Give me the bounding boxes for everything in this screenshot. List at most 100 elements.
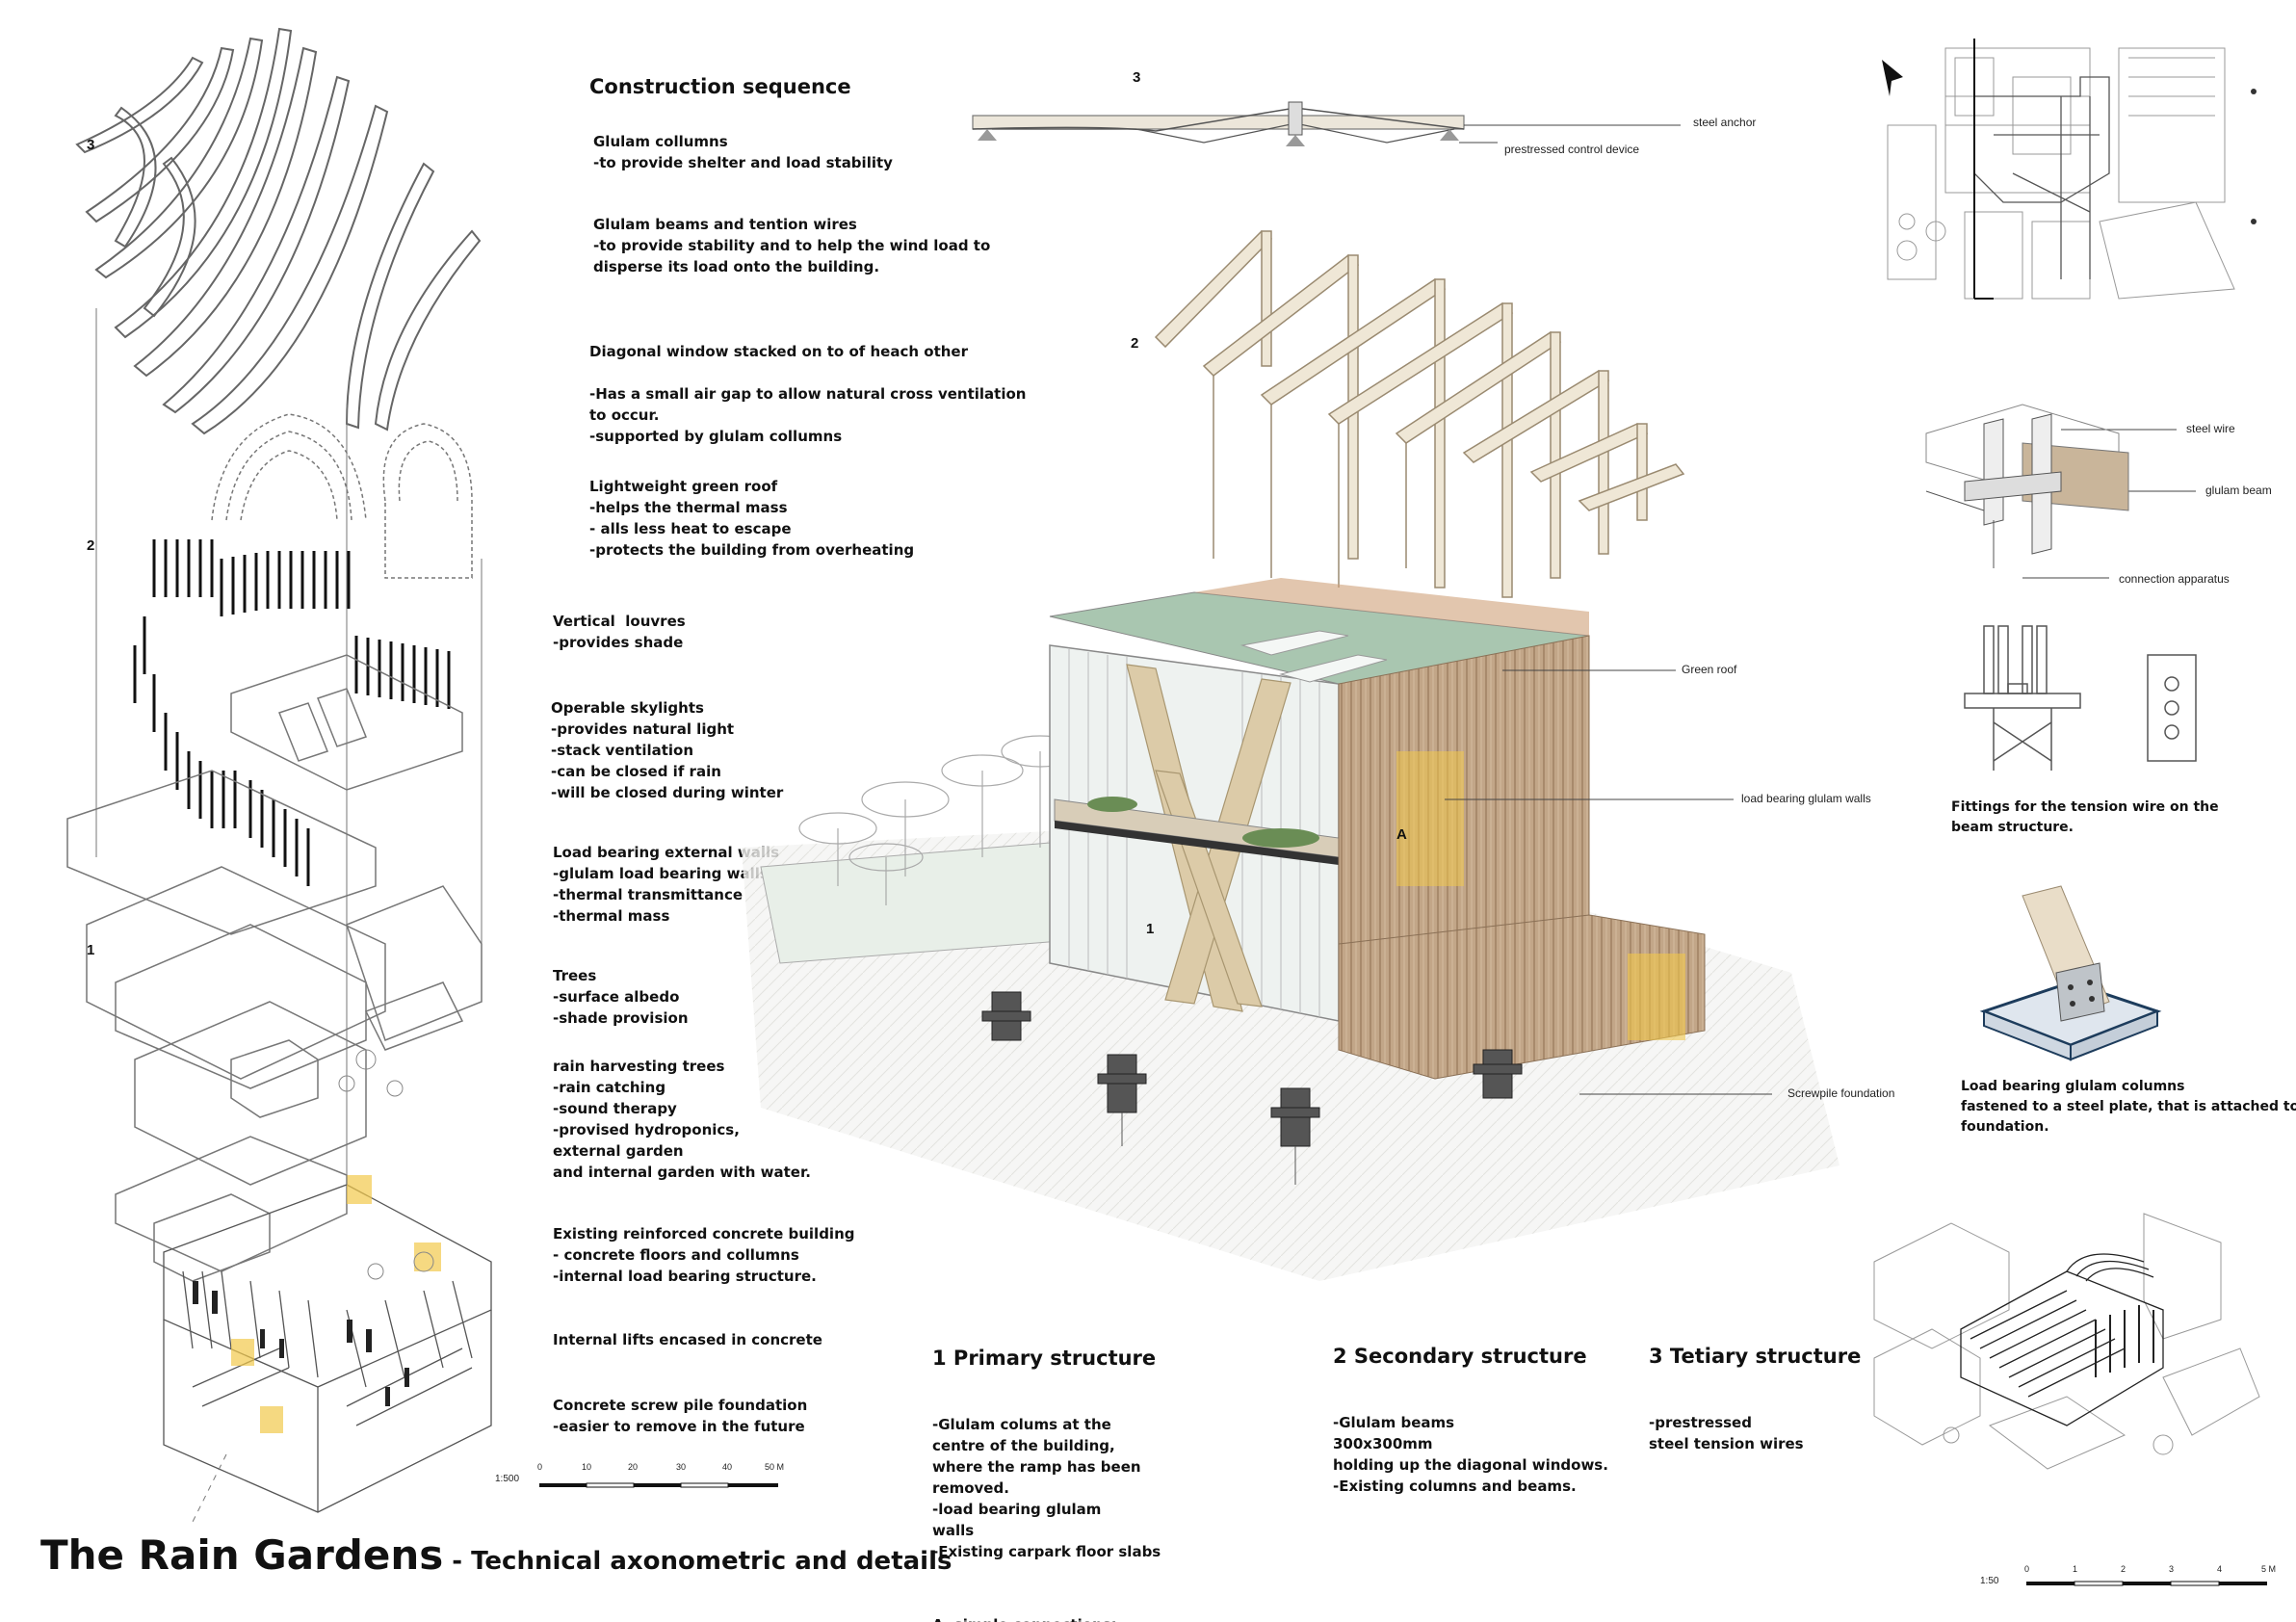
note-operable-skylights: Operable skylights -provides natural ligh… xyxy=(551,697,783,803)
stage-1-label: 1 xyxy=(87,942,95,958)
exploded-louvres xyxy=(133,539,451,886)
timber-wall-lower xyxy=(1338,914,1706,1080)
note-screw-pile: Concrete screw pile foundation -easier to… xyxy=(553,1395,807,1437)
fittings-caption: Fittings for the tension wire on the bea… xyxy=(1951,799,2219,835)
scale-bar-right xyxy=(2026,1581,2267,1586)
scale-left-tick-2: 20 xyxy=(628,1462,639,1472)
note-text: -provides natural light -stack ventilati… xyxy=(551,720,784,801)
exploded-arch-frames xyxy=(211,413,473,579)
callout-screwpile: Screwpile foundation xyxy=(1787,1086,1895,1100)
site-plan xyxy=(1882,39,2257,300)
note-title: Internal lifts encased in concrete xyxy=(553,1331,822,1348)
exploded-trees xyxy=(338,1049,434,1280)
note-text: -Has a small air gap to allow natural cr… xyxy=(589,385,1027,445)
column-base-plate-detail xyxy=(1979,885,2162,1061)
callout-prestressed-control: prestressed control device xyxy=(1504,143,1640,156)
primary-1-label: 1 xyxy=(1146,921,1155,937)
note-title: Operable skylights xyxy=(551,699,704,717)
scale-right-label: 1:50 xyxy=(1980,1576,1999,1586)
primary-structure-connections: A. simple connections: -metal angles -se… xyxy=(932,1614,1165,1622)
board-title: The Rain Gardens - Technical axonometric… xyxy=(40,1531,952,1579)
note-title: rain harvesting trees xyxy=(553,1058,725,1075)
note-trees: Trees -surface albedo -shade provision xyxy=(553,965,689,1029)
frame-stage-2-label: 2 xyxy=(1131,335,1139,352)
note-title: Vertical louvres xyxy=(553,613,686,630)
stage-3-label: 3 xyxy=(87,137,95,153)
scale-right-tick-3: 3 xyxy=(2169,1564,2175,1574)
callout-green-roof: Green roof xyxy=(1682,663,1737,676)
exploded-floor-plates xyxy=(66,654,483,1282)
note-text: - concrete floors and collumns -internal… xyxy=(553,1246,817,1285)
glulam-beam-frames xyxy=(1154,229,1685,598)
primary-structure-text: -Glulam colums at the centre of the buil… xyxy=(932,1416,1161,1560)
callout-glulam-beam: glulam beam xyxy=(2205,484,2272,497)
skylight-2 xyxy=(1279,654,1388,683)
note-title: Concrete screw pile foundation xyxy=(553,1397,808,1414)
exploded-lift-highlights xyxy=(231,1175,441,1433)
note-rain-harvesting-trees: rain harvesting trees -rain catching -sou… xyxy=(553,1056,811,1183)
board-title-main: The Rain Gardens xyxy=(40,1531,444,1579)
tension-stage-3-label: 3 xyxy=(1133,69,1141,86)
note-vertical-louvres: Vertical louvres -provides shade xyxy=(553,611,686,653)
scale-right-tick-5: 5 M xyxy=(2261,1564,2277,1574)
construction-sequence-heading: Construction sequence xyxy=(589,75,851,98)
tertiary-structure-title: 3 Tetiary structure xyxy=(1649,1345,1862,1368)
column-base-caption: Load bearing glulam columns fastened to … xyxy=(1961,1079,2296,1135)
main-building-axonometric xyxy=(742,578,1839,1281)
note-text: -to provide shelter and load stability xyxy=(593,154,893,171)
connection-a-label: A xyxy=(1396,826,1407,843)
scale-left-tick-3: 30 xyxy=(676,1462,687,1472)
note-text: -rain catching -sound therapy -provised … xyxy=(553,1079,811,1181)
scale-left-tick-1: 10 xyxy=(582,1462,592,1472)
scale-right-tick-4: 4 xyxy=(2217,1564,2223,1574)
tension-fittings-detail xyxy=(1964,625,2197,771)
note-text: -surface albedo -shade provision xyxy=(553,988,689,1027)
wire-beam-connection-detail xyxy=(1925,404,2129,568)
note-text: -glulam load bearing walls -thermal tran… xyxy=(553,865,769,925)
scale-right-tick-2: 2 xyxy=(2121,1564,2126,1574)
primary-structure-title: 1 Primary structure xyxy=(932,1347,1157,1370)
board-title-sub: - Technical axonometric and details xyxy=(443,1547,952,1576)
note-text: -provides shade xyxy=(553,634,684,651)
tertiary-structure-block: 3 Tetiary structure -prestressed steel t… xyxy=(1649,1300,1861,1476)
note-title: Lightweight green roof xyxy=(589,478,778,495)
scale-right-tick-1: 1 xyxy=(2073,1564,2078,1574)
note-green-roof: Lightweight green roof -helps the thermal… xyxy=(589,476,914,561)
exploded-base-level xyxy=(163,1184,492,1513)
note-title: Trees xyxy=(553,967,597,984)
primary-structure-block: 1 Primary structure -Glulam colums at th… xyxy=(932,1302,1165,1622)
context-axonometric xyxy=(1873,1213,2260,1470)
scale-left-tick-5: 50 M xyxy=(765,1462,785,1472)
note-glulam-beams: Glulam beams and tention wires -to provid… xyxy=(593,214,990,277)
note-title: Diagonal window stacked on to of heach o… xyxy=(589,343,968,360)
exploded-axonometric-drawing xyxy=(66,27,492,1523)
note-text: -easier to remove in the future xyxy=(553,1418,805,1435)
skylight-1 xyxy=(1240,630,1349,656)
note-text: -to provide stability and to help the wi… xyxy=(593,237,991,275)
note-title: Glulam beams and tention wires xyxy=(593,216,857,233)
north-arrow-icon xyxy=(1882,60,1903,96)
note-internal-lifts: Internal lifts encased in concrete xyxy=(553,1329,822,1350)
secondary-structure-block: 2 Secondary structure -Glulam beams 300x… xyxy=(1333,1300,1608,1518)
note-title: Glulam collumns xyxy=(593,133,728,150)
scale-bar-left xyxy=(539,1482,778,1488)
secondary-structure-text: -Glulam beams 300x300mm holding up the d… xyxy=(1333,1414,1608,1495)
callout-connection-apparatus: connection apparatus xyxy=(2119,572,2230,586)
tension-wire-elevation xyxy=(972,101,1681,146)
scale-right-tick-0: 0 xyxy=(2024,1564,2030,1574)
stage-2-label: 2 xyxy=(87,537,95,554)
exploded-base-furniture xyxy=(193,1281,409,1406)
callout-steel-anchor: steel anchor xyxy=(1693,116,1757,129)
callout-steel-wire: steel wire xyxy=(2186,422,2235,435)
note-glulam-columns: Glulam collumns -to provide shelter and l… xyxy=(593,131,893,173)
scale-left-tick-4: 40 xyxy=(722,1462,733,1472)
callout-glulam-walls: load bearing glulam walls xyxy=(1741,792,1871,805)
note-diagonal-window: Diagonal window stacked on to of heach o… xyxy=(589,341,1026,447)
exploded-alignment-lines xyxy=(95,308,483,1523)
secondary-structure-title: 2 Secondary structure xyxy=(1333,1345,1587,1368)
tertiary-structure-text: -prestressed steel tension wires xyxy=(1649,1414,1804,1452)
exploded-tension-ribs xyxy=(75,27,482,435)
scale-left-tick-0: 0 xyxy=(537,1462,543,1472)
note-existing-building: Existing reinforced concrete building- c… xyxy=(553,1223,854,1287)
note-text: -helps the thermal mass - alls less heat… xyxy=(589,499,915,559)
